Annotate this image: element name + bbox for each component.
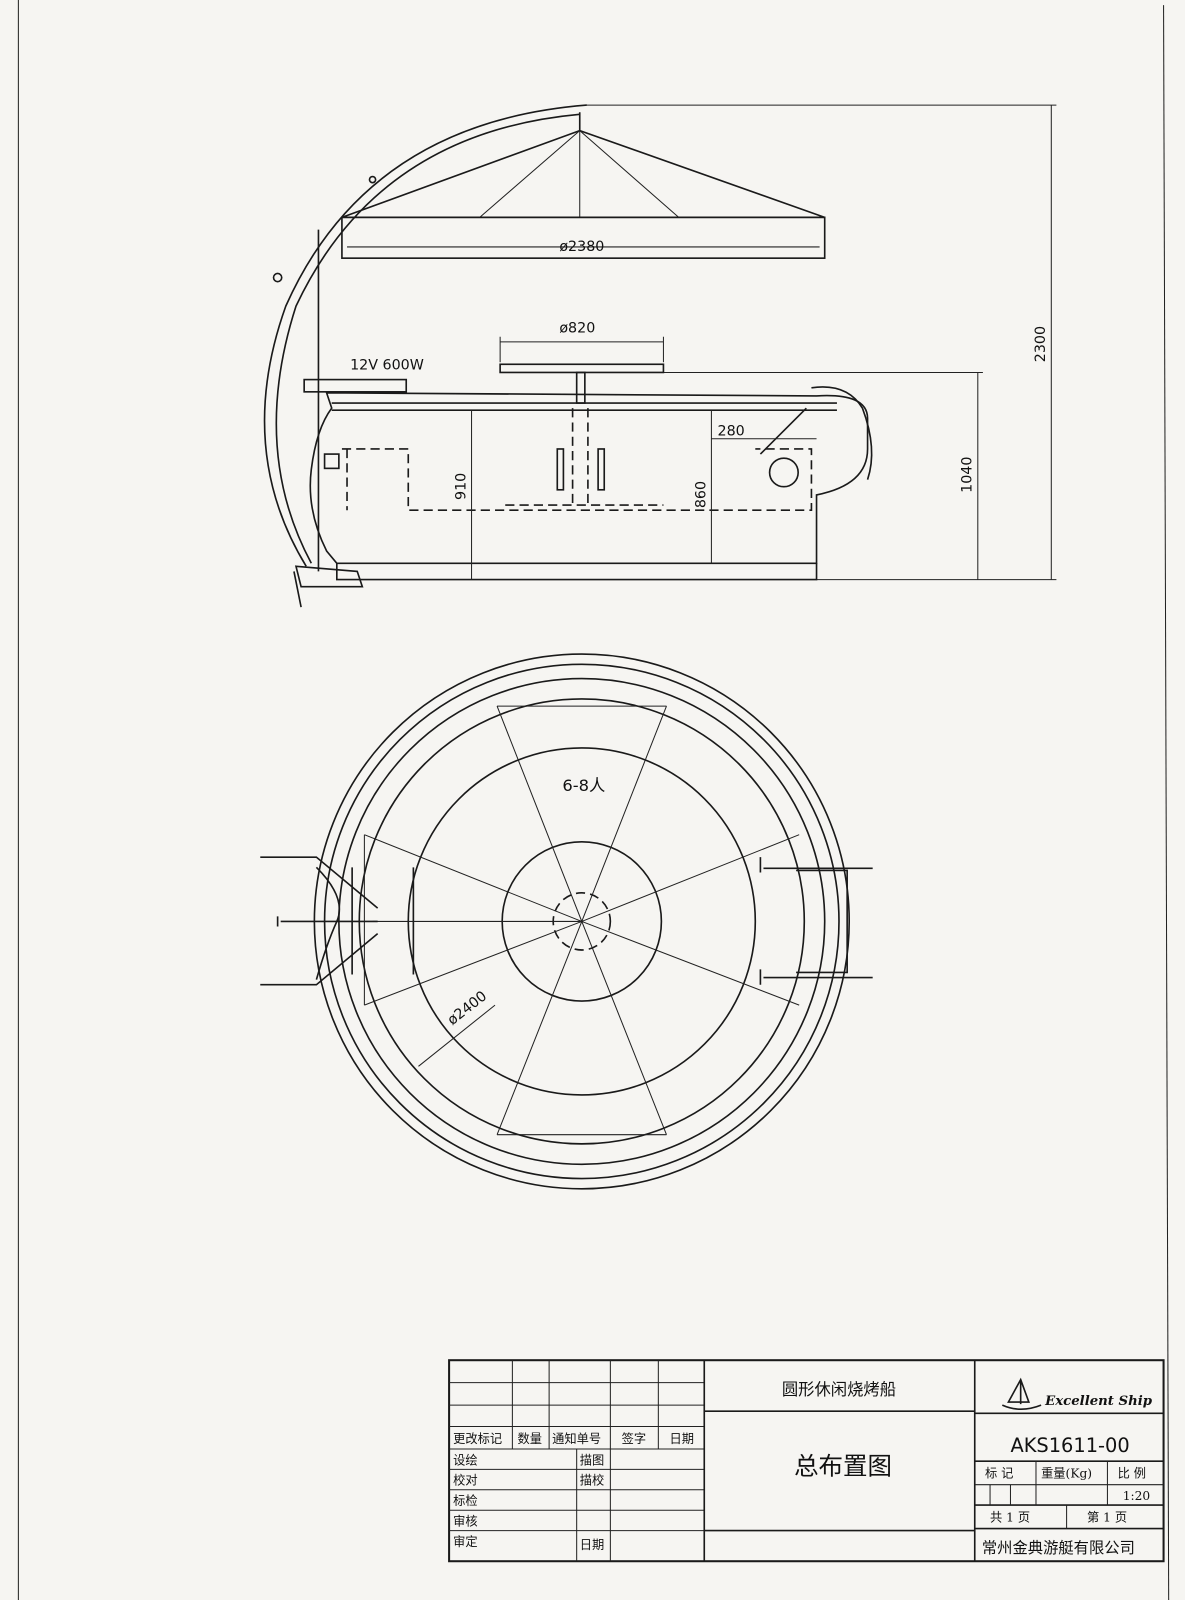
product-name: 圆形休闲烧烤船: [782, 1380, 896, 1399]
role-rows: 设绘 校对 标检 审核 审定 描图 描校 日期: [453, 1452, 604, 1552]
step-width-label: 280: [718, 424, 745, 440]
side-view: ø2380 2300 1040 ø820: [263, 104, 1057, 608]
scale-value: 1:20: [1123, 1489, 1150, 1503]
outboard-motor: [294, 565, 364, 588]
hull-side: [293, 378, 873, 608]
scale-header: 比 例: [1118, 1467, 1146, 1481]
drawing-name: 总布置图: [794, 1451, 892, 1480]
role-label: 审定: [453, 1534, 477, 1549]
canopy-diameter-label: ø2380: [559, 239, 604, 255]
weight-header: 重量(Kg): [1041, 1467, 1092, 1481]
role-extra-label: 日期: [580, 1538, 604, 1552]
revision-header: 通知单号: [552, 1432, 601, 1446]
role-label: 标检: [453, 1493, 477, 1508]
drawing-number: AKS1611-00: [1010, 1434, 1129, 1457]
vent-grill: [768, 457, 799, 488]
role-extra-label: 描图: [580, 1453, 604, 1467]
title-block: 更改标记 数量 通知单号 签字 日期 设绘 校对 标检 审核 审定 描图 描校 …: [448, 1359, 1165, 1563]
table-diameter-label: ø820: [559, 321, 595, 337]
total-height-label: 2300: [1033, 326, 1049, 362]
capacity-label: 6-8人: [562, 776, 605, 795]
revision-headers: 更改标记 数量 通知单号 签字 日期: [453, 1431, 694, 1446]
hull-diameter-label: ø2400: [445, 988, 490, 1028]
hull-diameter-dimension: [418, 1004, 496, 1067]
revision-header: 数量: [517, 1431, 541, 1446]
revision-header: 签字: [622, 1431, 646, 1446]
table: [499, 336, 665, 506]
sheet-border-right: [1163, 5, 1170, 1600]
svg-text:Excellent Ship: Excellent Ship: [1044, 1394, 1153, 1409]
canopy-boom: [263, 104, 587, 567]
role-label: 审核: [453, 1514, 477, 1529]
company-logo: Excellent Ship: [1001, 1377, 1153, 1410]
sheets-total: 共 1 页: [990, 1510, 1030, 1524]
revision-header: 日期: [670, 1432, 694, 1446]
inner-height-label: 860: [693, 481, 709, 508]
top-view: [260, 653, 873, 1190]
company-name: 常州金典游艇有限公司: [982, 1539, 1135, 1557]
role-label: 校对: [453, 1473, 477, 1488]
canopy: [341, 112, 826, 259]
table-height-label: 1040: [960, 457, 976, 493]
mark-header: 标 记: [985, 1467, 1013, 1481]
role-label: 设绘: [453, 1452, 477, 1467]
motor-label: 12V 600W: [350, 357, 424, 373]
hull-height-label: 910: [453, 473, 469, 500]
sheet-index: 第 1 页: [1087, 1510, 1127, 1524]
revision-header: 更改标记: [453, 1432, 502, 1446]
role-extra-label: 描校: [580, 1473, 604, 1488]
